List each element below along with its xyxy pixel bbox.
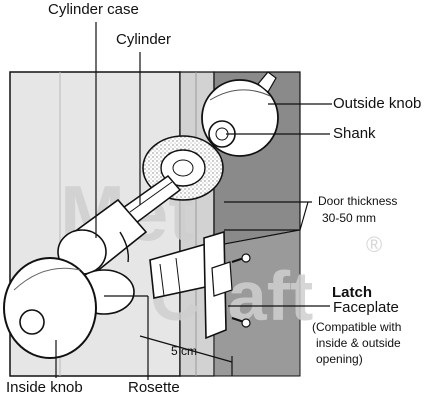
label-compat-line1: (Compatible with [312, 321, 401, 334]
label-door-thickness: Door thickness [318, 195, 397, 208]
label-cylinder: Cylinder [116, 32, 171, 49]
label-inside-knob: Inside knob [6, 380, 83, 397]
label-shank: Shank [333, 126, 376, 143]
label-compat-line2: inside & outside [316, 337, 401, 350]
label-outside-knob: Outside knob [333, 96, 421, 113]
label-faceplate: Faceplate [333, 300, 399, 317]
label-rosette: Rosette [128, 380, 180, 397]
label-5cm: 5 cm [171, 345, 197, 358]
latch-bolt [212, 262, 232, 296]
label-door-thickness-range: 30-50 mm [322, 212, 376, 225]
label-cylinder-case: Cylinder case [48, 2, 139, 19]
inside-knob-shape [4, 258, 96, 358]
label-compat-line3: opening) [316, 353, 363, 366]
watermark-registered: ® [366, 232, 382, 257]
inside-knob-button [20, 310, 44, 334]
leader-door-thickness-arrow [300, 202, 308, 230]
